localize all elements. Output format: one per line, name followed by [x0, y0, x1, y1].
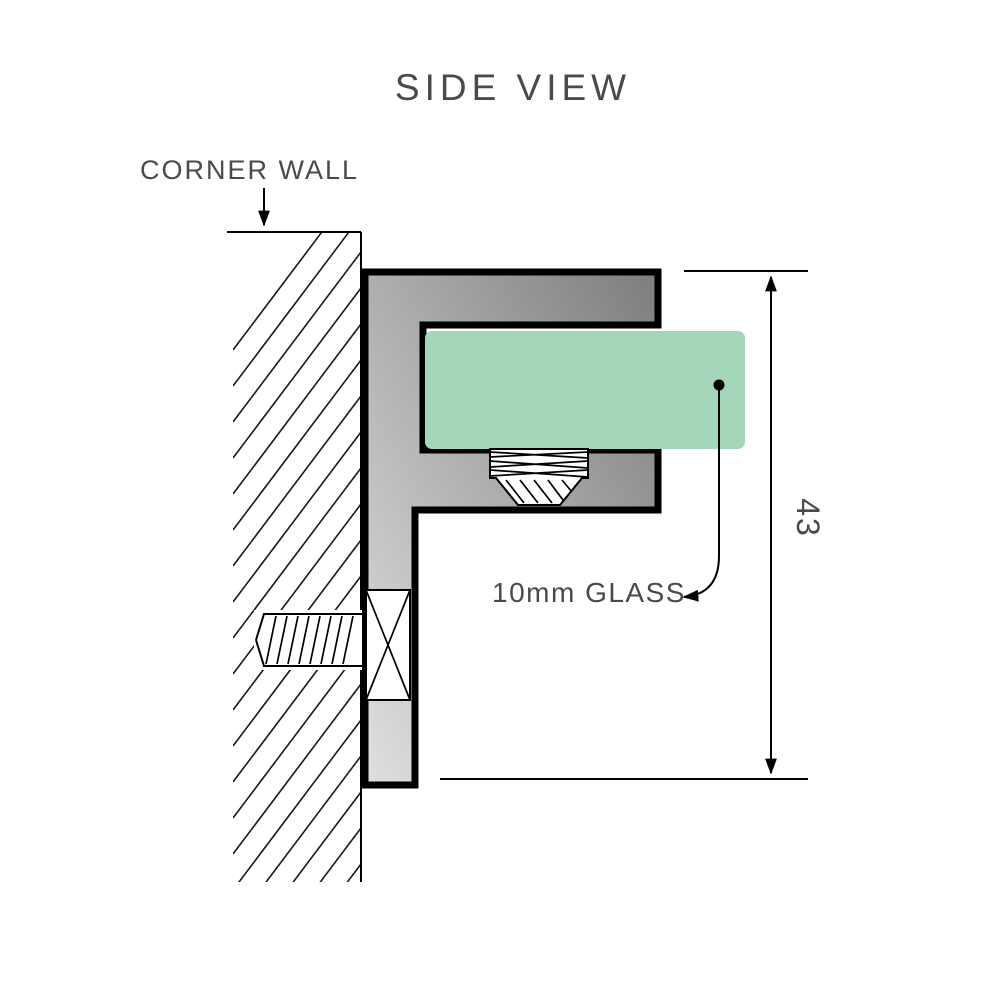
- mounting-screw: [254, 589, 411, 701]
- screw-threads: [265, 615, 354, 665]
- grub-screw-threads: [489, 451, 589, 478]
- screw-outline: [255, 613, 362, 667]
- glass-panel: [425, 331, 745, 449]
- bracket-body: [361, 268, 662, 789]
- grub-screw-head-hatch: [505, 479, 573, 504]
- corner-wall-label: CORNER WALL: [140, 155, 359, 185]
- screw-head-cross: [365, 589, 411, 701]
- glass-label: 10mm GLASS: [492, 577, 686, 608]
- wall-hatching: [233, 232, 361, 882]
- glass-leader-line: [682, 390, 720, 602]
- grub-screw: [489, 448, 589, 506]
- dimension-value: 43: [790, 498, 826, 538]
- glass-leader-dot: [713, 379, 725, 391]
- dimension-43: 43: [440, 270, 826, 780]
- page-title: SIDE VIEW: [395, 67, 631, 108]
